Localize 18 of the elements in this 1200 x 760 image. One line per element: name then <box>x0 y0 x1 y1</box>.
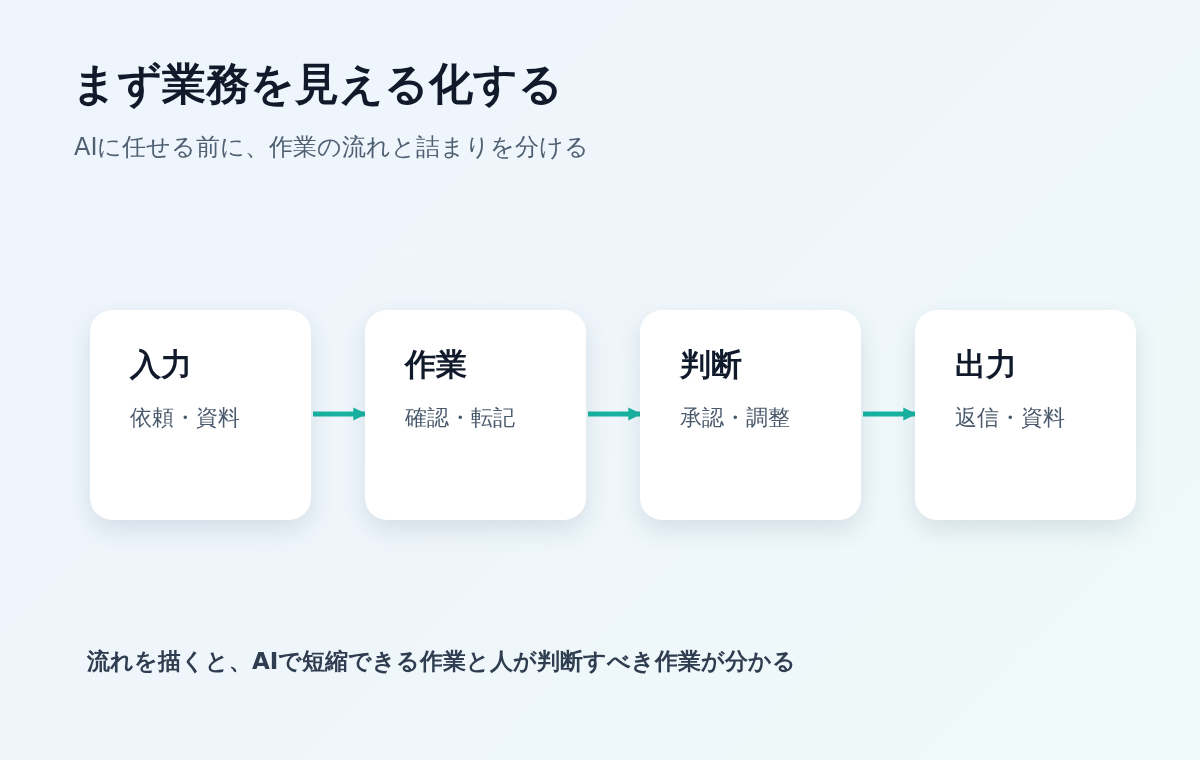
step-heading: 判断 <box>680 345 742 384</box>
step-card <box>915 310 1136 520</box>
step-card <box>90 310 311 520</box>
step-heading: 入力 <box>130 345 192 384</box>
step-description: 承認・調整 <box>680 404 790 433</box>
step-card <box>365 310 586 520</box>
title: まず業務を見える化する <box>72 58 563 111</box>
step-description: 依頼・資料 <box>130 404 240 433</box>
arrow <box>863 407 917 421</box>
arrow <box>313 407 367 421</box>
subtitle: AIに任せる前に、作業の流れと詰まりを分ける <box>74 132 590 163</box>
step-heading: 出力 <box>955 345 1017 384</box>
step-description: 返信・資料 <box>955 404 1065 433</box>
caption: 流れを描くと、AIで短縮できる作業と人が判断すべき作業が分かる <box>87 647 797 676</box>
arrow <box>588 407 642 421</box>
step-heading: 作業 <box>405 345 467 384</box>
step-description: 確認・転記 <box>405 404 515 433</box>
step-card <box>640 310 861 520</box>
